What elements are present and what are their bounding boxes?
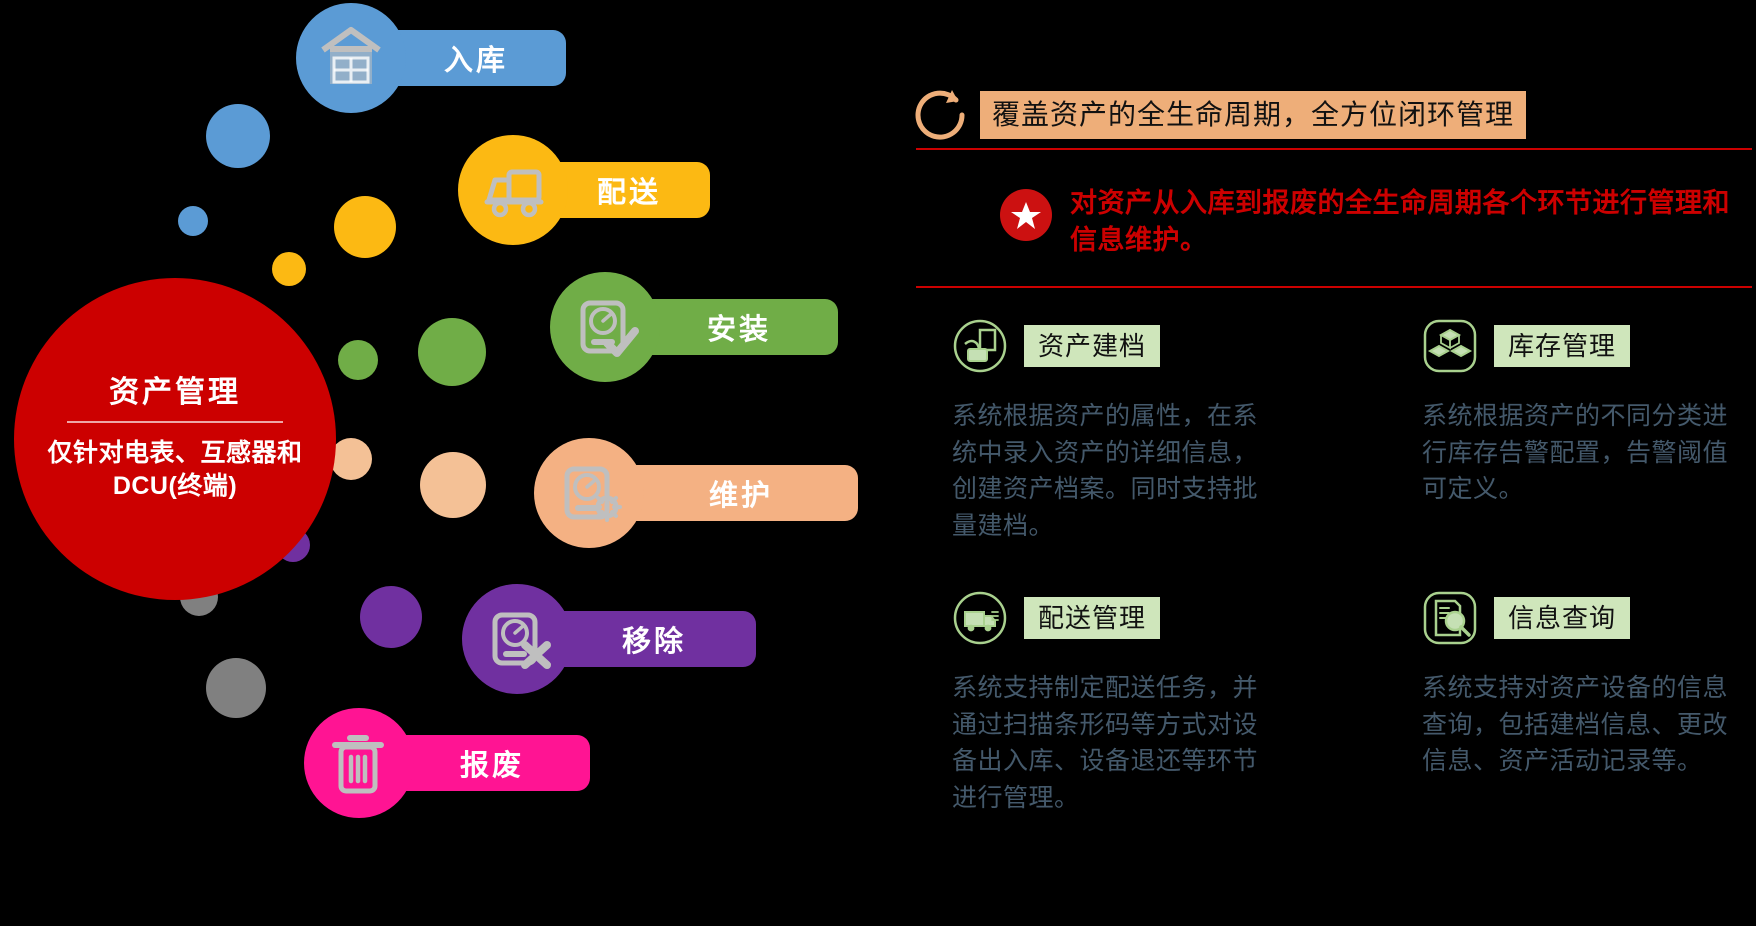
feature-card-title: 配送管理 <box>1024 597 1161 639</box>
feature-card-title: 库存管理 <box>1494 325 1631 367</box>
decorative-bubble <box>418 318 486 386</box>
feature-card-配送管理[interactable]: 配送管理系统支持制定配送任务，并通过扫描条形码等方式对设备出入库、设备退还等环节… <box>952 590 1422 816</box>
trash-icon <box>304 708 414 818</box>
feature-card-title: 信息查询 <box>1494 597 1631 639</box>
lifecycle-stage-配送[interactable]: 配送 <box>458 135 710 245</box>
panel-header: 覆盖资产的全生命周期，全方位闭环管理 <box>912 84 1527 146</box>
decorative-bubble <box>420 452 486 518</box>
lifecycle-stage-入库[interactable]: 入库 <box>296 3 566 113</box>
decorative-bubble <box>272 252 306 286</box>
feature-card-库存管理[interactable]: 库存管理系统根据资产的不同分类进行库存告警配置，告警阈值可定义。 <box>1422 318 1756 544</box>
hub-subtitle: 仅针对电表、互感器和DCU(终端) <box>47 438 303 500</box>
hub-title: 资产管理 <box>109 375 241 409</box>
feature-card-header: 资产建档 <box>952 318 1422 374</box>
decorative-bubble <box>334 196 396 258</box>
lifecycle-stage-报废[interactable]: 报废 <box>304 708 590 818</box>
feature-card-body: 系统根据资产的不同分类进行库存告警配置，告警阈值可定义。 <box>1422 402 1729 503</box>
truck-icon <box>458 135 568 245</box>
decorative-bubble <box>206 104 270 168</box>
highlight-text: 对资产从入库到报废的全生命周期各个环节进行管理和信息维护。 <box>1070 188 1730 256</box>
feature-card-title: 资产建档 <box>1024 325 1161 367</box>
decorative-bubble <box>338 340 378 380</box>
delivery-truck-icon <box>953 591 1007 645</box>
divider-bottom <box>916 286 1752 288</box>
warehouse-icon <box>296 3 406 113</box>
feature-grid: 资产建档系统根据资产的属性，在系统中录入资产的详细信息，创建资产档案。同时支持批… <box>952 318 1756 862</box>
feature-card-body: 系统根据资产的属性，在系统中录入资产的详细信息，创建资产档案。同时支持批量建档。 <box>952 402 1259 540</box>
feature-card-body: 系统支持制定配送任务，并通过扫描条形码等方式对设备出入库、设备退还等环节进行管理… <box>952 674 1259 812</box>
highlight-callout: 对资产从入库到报废的全生命周期各个环节进行管理和信息维护。 <box>1000 185 1756 260</box>
hub-divider <box>67 420 283 423</box>
meter-check-icon <box>550 272 660 382</box>
right-panel: 覆盖资产的全生命周期，全方位闭环管理 对资产从入库到报废的全生命周期各个环节进行… <box>912 0 1756 926</box>
divider-top <box>916 148 1752 150</box>
meter-gear-icon <box>534 438 644 548</box>
feature-card-header: 库存管理 <box>1422 318 1756 374</box>
lifecycle-stage-维护[interactable]: 维护 <box>534 438 858 548</box>
inventory-cubes-icon <box>1423 319 1477 373</box>
document-search-icon <box>1423 591 1477 645</box>
lifecycle-stage-安装[interactable]: 安装 <box>550 272 838 382</box>
feature-card-body: 系统支持对资产设备的信息查询，包括建档信息、更改信息、资产活动记录等。 <box>1422 674 1729 775</box>
meter-cross-icon <box>462 584 572 694</box>
circular-arrow-icon <box>915 90 965 140</box>
star-icon <box>1000 189 1052 241</box>
feature-card-信息查询[interactable]: 信息查询系统支持对资产设备的信息查询，包括建档信息、更改信息、资产活动记录等。 <box>1422 590 1756 816</box>
feature-card-header: 配送管理 <box>952 590 1422 646</box>
decorative-bubble <box>360 586 422 648</box>
panel-header-text: 覆盖资产的全生命周期，全方位闭环管理 <box>980 91 1527 139</box>
decorative-bubble <box>330 438 372 480</box>
central-hub: 资产管理 仅针对电表、互感器和DCU(终端) <box>14 278 336 600</box>
feature-card-资产建档[interactable]: 资产建档系统根据资产的属性，在系统中录入资产的详细信息，创建资产档案。同时支持批… <box>952 318 1422 544</box>
feature-card-header: 信息查询 <box>1422 590 1756 646</box>
decorative-bubble <box>206 658 266 718</box>
lifecycle-stage-移除[interactable]: 移除 <box>462 584 756 694</box>
asset-file-icon <box>953 319 1007 373</box>
decorative-bubble <box>178 206 208 236</box>
